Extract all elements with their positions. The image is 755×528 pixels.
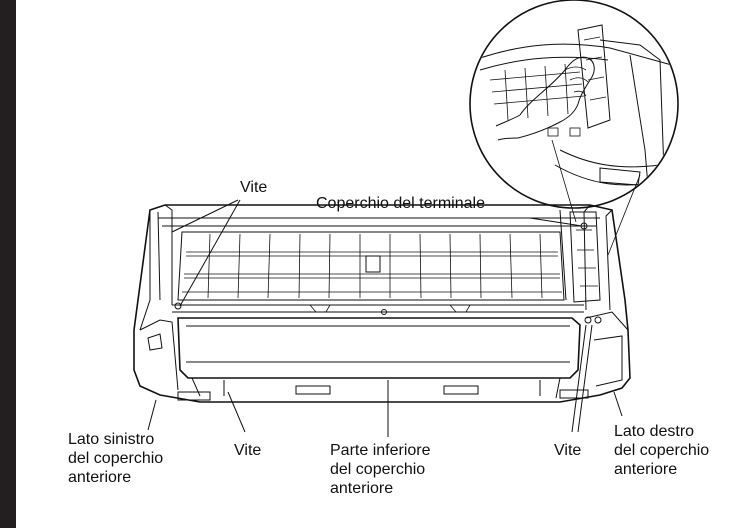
screw-right-2 <box>594 316 602 324</box>
label-lato-sinistro-line1: Lato sinistro <box>68 431 155 448</box>
label-vite-bottom-right: Vite <box>554 442 582 459</box>
label-lato-destro-line3: anteriore <box>614 461 678 478</box>
label-lato-destro-line1: Lato destro <box>614 423 695 440</box>
screw-right-1 <box>584 316 592 324</box>
label-parte-inferiore-line1: Parte inferiore <box>330 442 431 459</box>
label-lato-destro: Lato destro del coperchio anteriore <box>614 422 709 479</box>
label-lato-sinistro-line3: anteriore <box>68 469 132 486</box>
inset-leader-right <box>607 174 641 256</box>
indoor-unit-drawing <box>133 204 631 403</box>
leader-lines <box>147 199 623 437</box>
label-parte-inferiore-line2: del coperchio <box>330 461 426 478</box>
label-lato-sinistro-line2: del coperchio <box>68 450 164 467</box>
terminal-cover-detail-inset <box>469 0 679 209</box>
label-vite-bottom-left: Vite <box>234 442 262 459</box>
label-lato-sinistro: Lato sinistro del coperchio anteriore <box>68 430 163 487</box>
inset-leader-left <box>551 139 577 223</box>
label-vite-top: Vite <box>240 179 268 196</box>
page-edge-bar <box>0 0 16 528</box>
screw-left <box>174 302 182 310</box>
label-coperchio-terminale: Coperchio del terminale <box>316 195 485 212</box>
label-lato-destro-line2: del coperchio <box>614 442 710 459</box>
label-parte-inferiore: Parte inferiore del coperchio anteriore <box>330 441 431 498</box>
label-parte-inferiore-line3: anteriore <box>330 480 394 497</box>
